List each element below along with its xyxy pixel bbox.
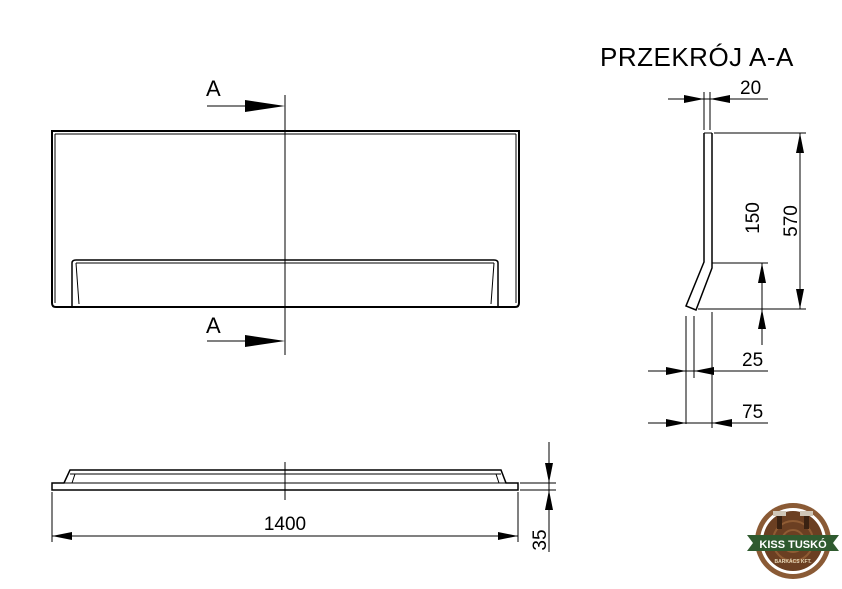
logo-tagline: BARKÁCS KFT. — [775, 558, 813, 565]
front-view: A A — [51, 76, 520, 355]
front-step-right-bevel — [490, 262, 495, 305]
dim-25-arrow-right — [694, 367, 714, 375]
dim-1400-arrow-left — [52, 532, 72, 540]
dim-35-arrow-top — [545, 463, 553, 483]
dim-150-label: 150 — [743, 202, 764, 234]
dim-570-arrow-top — [796, 133, 804, 153]
dim-1400-arrow-right — [498, 532, 518, 540]
dim-75-label: 75 — [742, 402, 763, 423]
company-logo: KISS TUSKÓ BARKÁCS KFT. — [747, 503, 839, 579]
dim-20-label: 20 — [740, 78, 761, 99]
logo-tools-icon — [773, 511, 813, 529]
section-marker-bottom: A — [206, 313, 221, 338]
section-profile — [685, 133, 713, 311]
section-arrow-bottom-head — [245, 335, 285, 347]
section-view: PRZEKRÓJ A-A 20 570 150 25 — [600, 42, 806, 428]
dim-25-arrow-left — [666, 367, 686, 375]
top-view: 1400 35 — [51, 442, 556, 552]
dim-20-arrow-right — [710, 95, 730, 103]
dim-150-arrow-bottom — [758, 309, 766, 329]
section-title: PRZEKRÓJ A-A — [600, 42, 794, 72]
dim-35-arrow-bottom — [545, 490, 553, 510]
dim-35-label: 35 — [530, 529, 551, 550]
logo-ribbon — [747, 535, 839, 551]
dim-25-label: 25 — [742, 350, 763, 371]
dim-570-label: 570 — [781, 205, 802, 237]
dim-1400-label: 1400 — [264, 514, 306, 535]
dim-20-arrow-left — [684, 95, 704, 103]
front-step-left-bevel — [75, 262, 80, 305]
front-panel-outline — [51, 130, 520, 308]
logo-name: KISS TUSKÓ — [759, 538, 827, 551]
section-marker-top: A — [206, 76, 221, 101]
section-arrow-top-head — [245, 100, 285, 112]
dim-150-arrow-top — [758, 263, 766, 283]
dim-570-arrow-bottom — [796, 289, 804, 309]
top-view-lip-ends — [71, 473, 500, 484]
dim-75-arrow-left — [666, 419, 686, 427]
dim-75-arrow-right — [712, 419, 732, 427]
